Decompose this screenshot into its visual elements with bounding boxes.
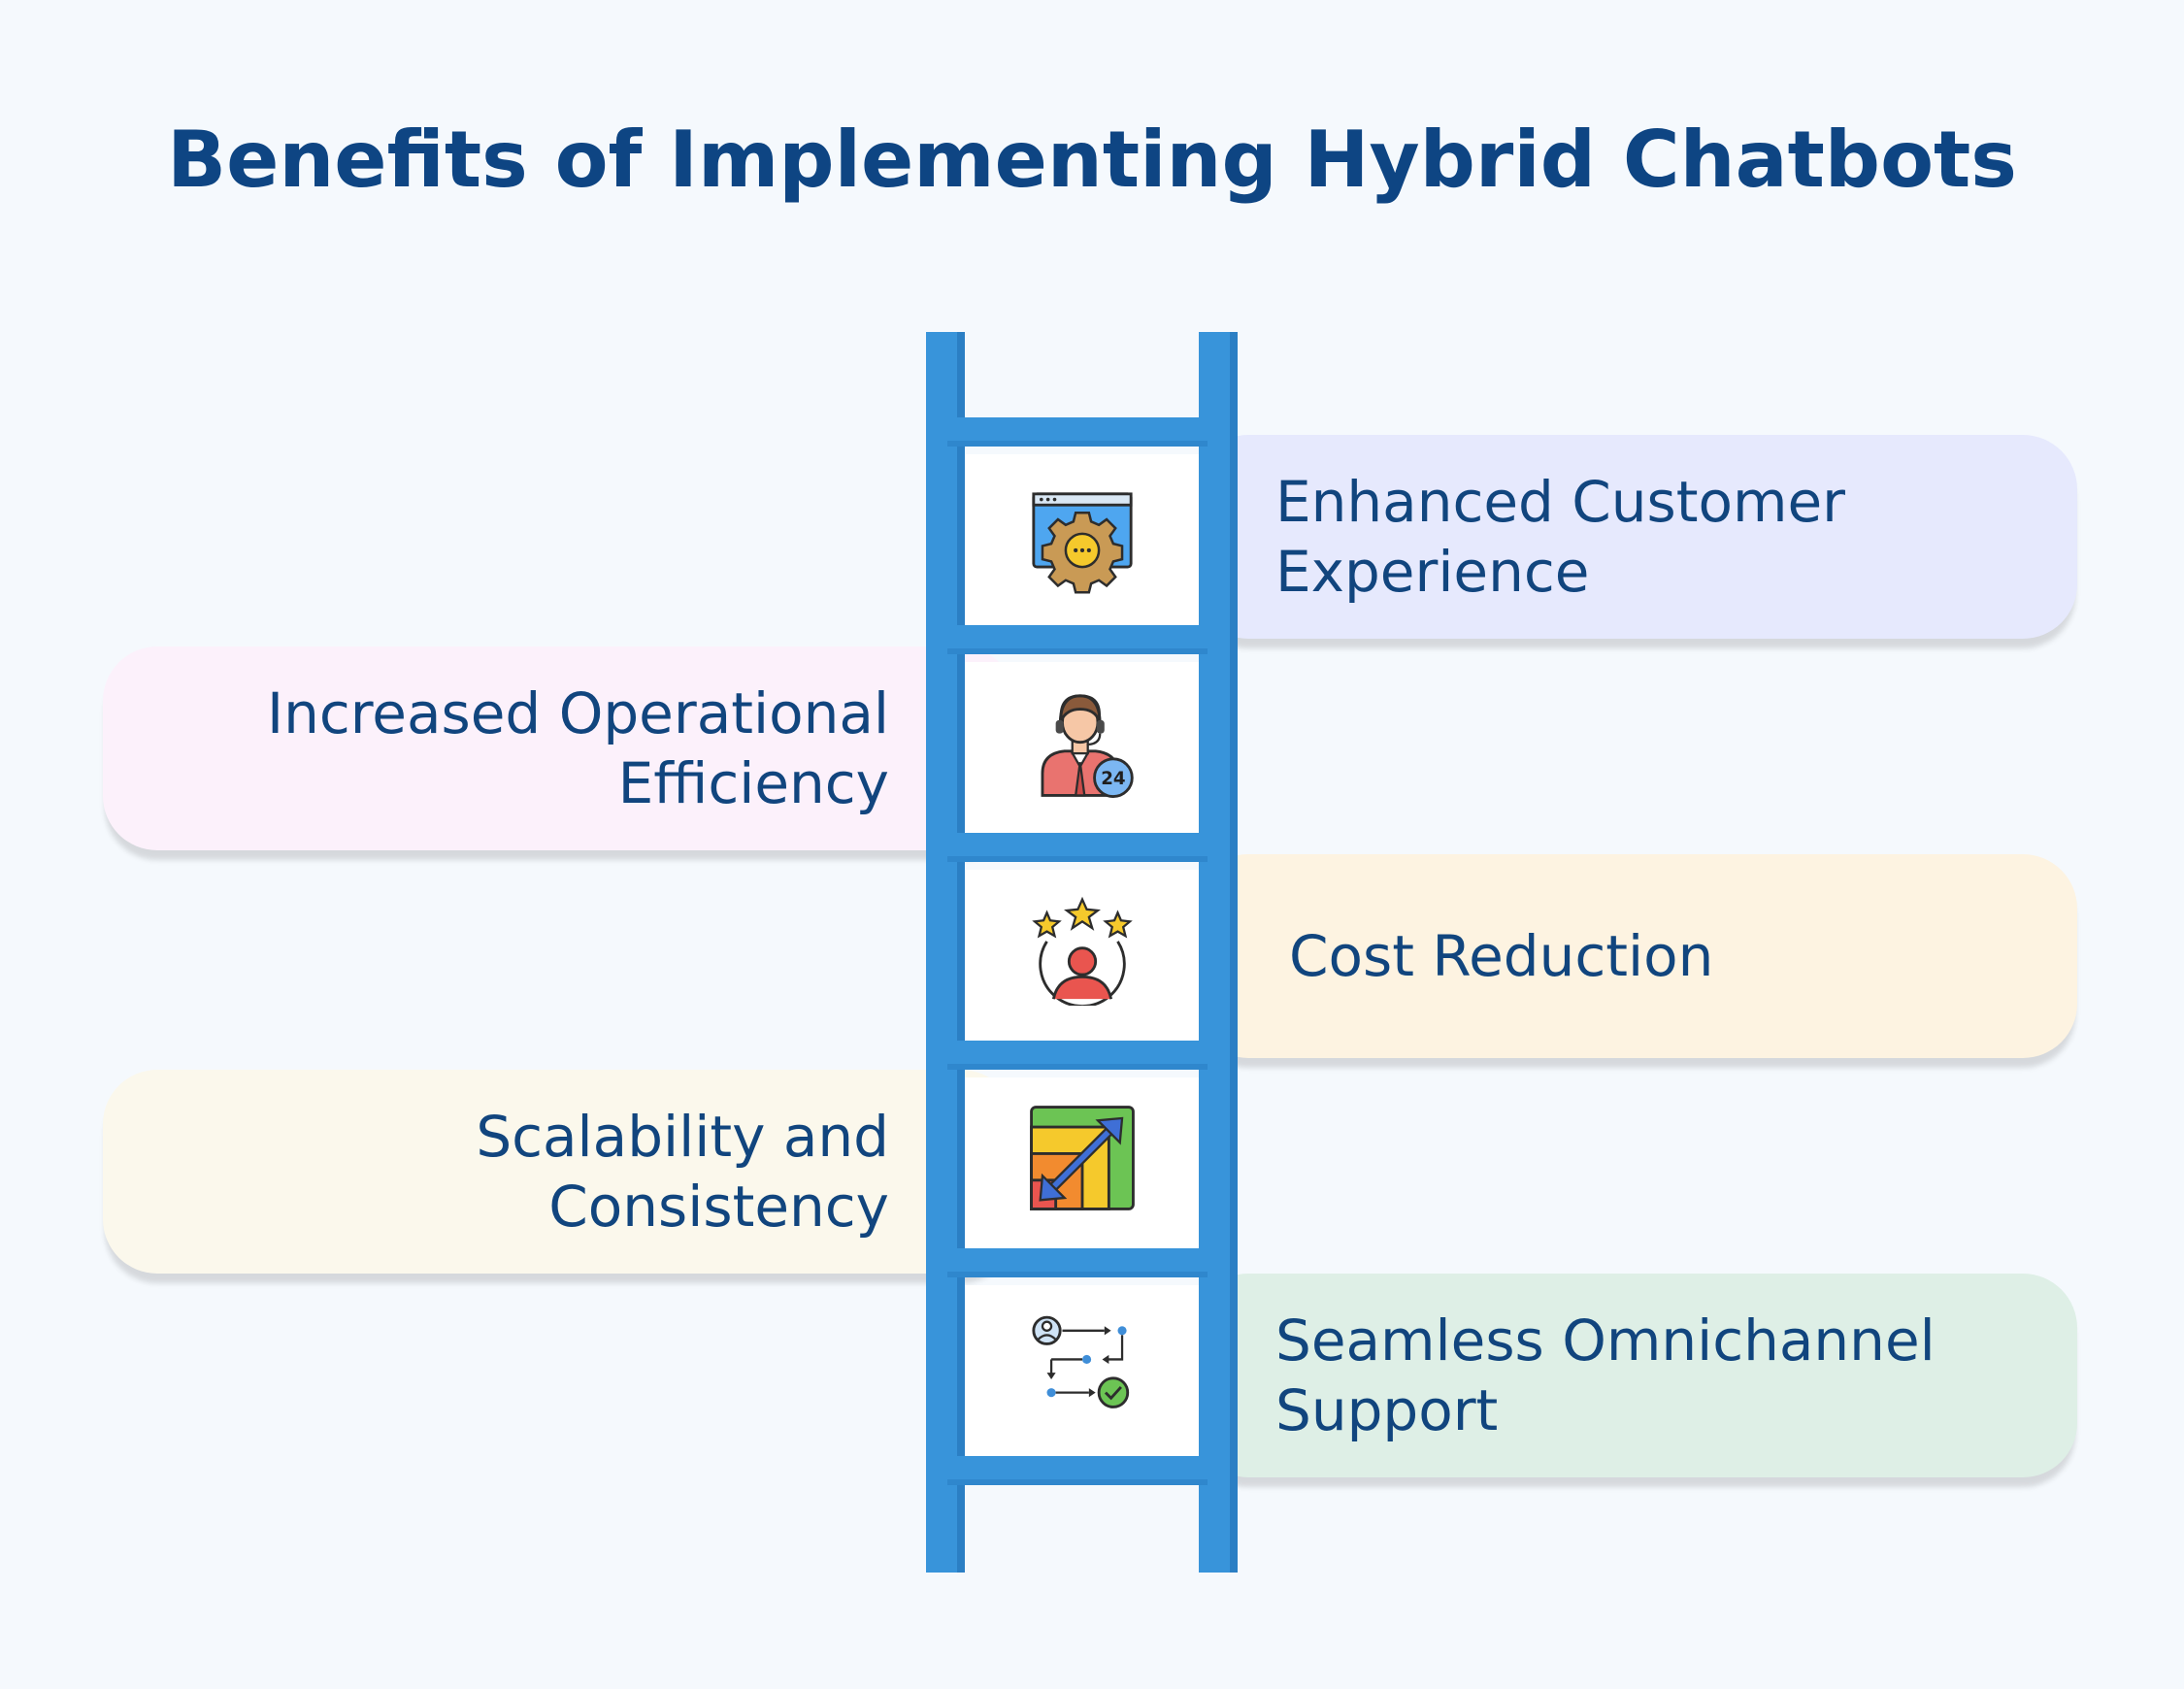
ladder-rung xyxy=(947,625,1208,654)
gear-window-icon xyxy=(1032,492,1133,594)
workflow-check-icon xyxy=(1032,1315,1130,1408)
ladder-rung xyxy=(947,833,1208,862)
support-agent-24-icon: 24 xyxy=(1041,694,1134,799)
benefit-text: Cost Reduction xyxy=(1289,923,1714,989)
benefit-text: Increased Operational Efficiency xyxy=(266,680,889,816)
ladder-right-rail xyxy=(1199,332,1238,1573)
benefit-card-enhanced-customer-experience: Enhanced Customer Experience xyxy=(1194,435,2077,639)
page-title: Benefits of Implementing Hybrid Chatbots xyxy=(167,115,2017,205)
ladder-rung xyxy=(947,417,1208,447)
ladder-rung xyxy=(947,1248,1208,1277)
benefit-card-scalability-and-consistency: Scalability and Consistency xyxy=(103,1070,1015,1274)
scaling-chart-icon xyxy=(1030,1106,1135,1210)
benefit-text: Seamless Omnichannel Support xyxy=(1275,1308,1936,1443)
benefit-text: Enhanced Customer Experience xyxy=(1275,469,1846,605)
benefit-card-cost-reduction: Cost Reduction xyxy=(1194,854,2077,1058)
benefit-card-seamless-omnichannel-support: Seamless Omnichannel Support xyxy=(1194,1274,2077,1477)
ladder-left-rail xyxy=(926,332,965,1573)
benefit-text: Scalability and Consistency xyxy=(476,1104,889,1240)
star-rating-user-icon xyxy=(1032,896,1133,1006)
benefit-card-increased-operational-efficiency: Increased Operational Efficiency xyxy=(103,646,1015,850)
ladder-rung xyxy=(947,1456,1208,1485)
support-hours-label: 24 xyxy=(1101,769,1125,789)
ladder-rung xyxy=(947,1041,1208,1070)
ladder-cell-5 xyxy=(965,1285,1199,1464)
